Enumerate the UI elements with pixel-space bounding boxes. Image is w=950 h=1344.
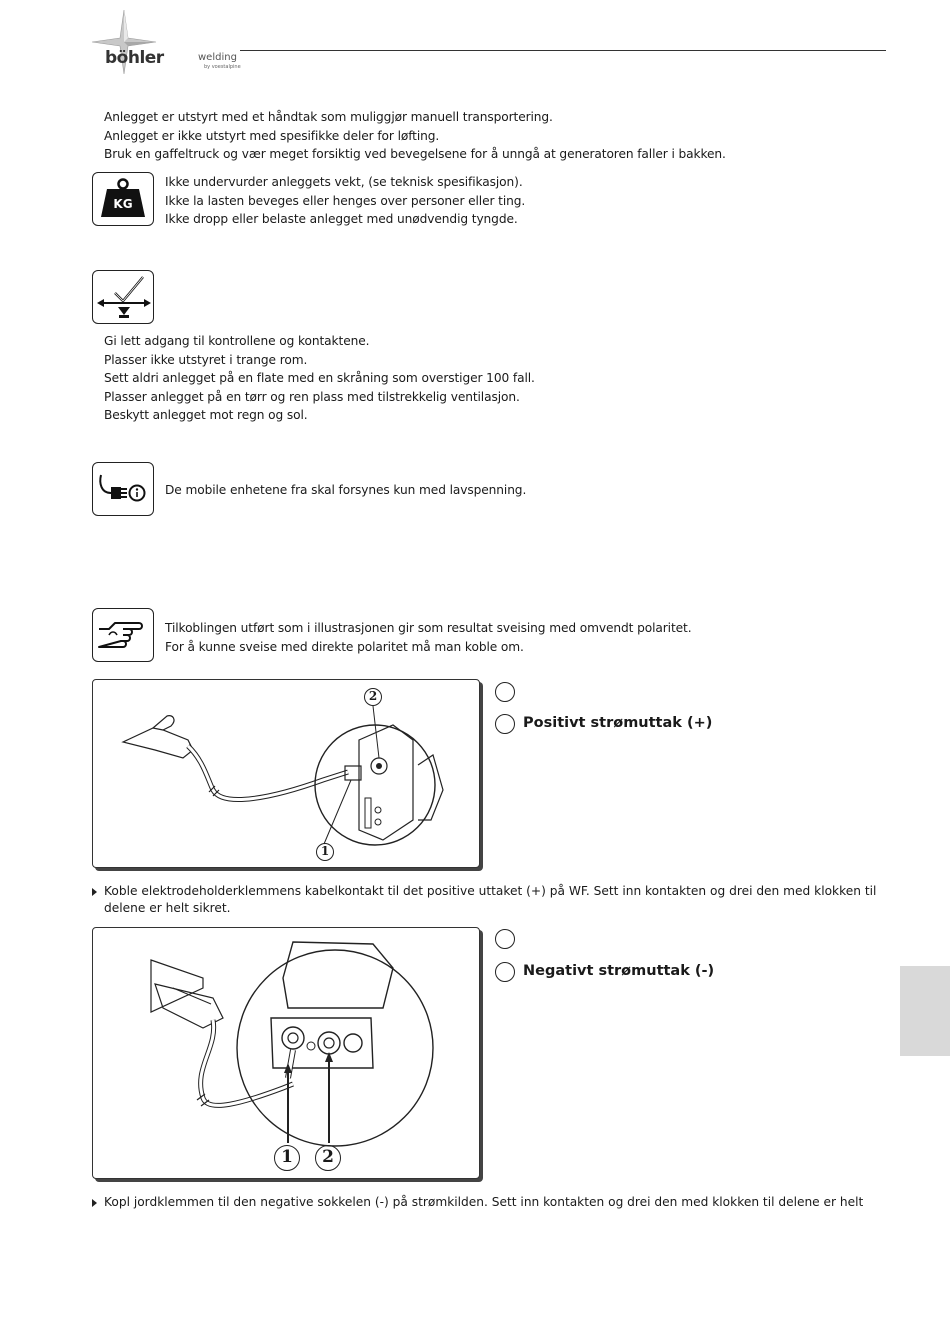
electrode-holder-illustration [121, 705, 444, 846]
weight-line: Ikke la lasten beveges eller henges over… [165, 193, 526, 208]
legend-marker-1 [495, 682, 515, 702]
power-box [92, 462, 154, 516]
transport-text: Anlegget er utstyrt med et håndtak som m… [104, 108, 726, 164]
weight-text: Ikke undervurder anleggets vekt, (se tek… [165, 173, 525, 229]
logo-star-icon [91, 9, 157, 75]
connection-text: Tilkoblingen utført som i illustrasjonen… [165, 619, 692, 656]
weight-line: Ikke undervurder anleggets vekt, (se tek… [165, 175, 523, 189]
positive-outlet-label: Positivt strømuttak (+) [523, 715, 713, 731]
placement-text: Gi lett adgang til kontrollene og kontak… [104, 332, 535, 425]
legend-marker-2 [495, 962, 515, 982]
ground-clamp-illustration [150, 941, 434, 1147]
pointing-hand-icon [98, 622, 143, 648]
bullet-arrow-icon [92, 1199, 97, 1207]
bullet-arrow-icon [92, 888, 97, 896]
figure-negative-connection: 1 2 [92, 927, 480, 1179]
legend-marker-2 [495, 714, 515, 734]
note-box [92, 608, 154, 662]
transport-line: Anlegget er ikke utstyrt med spesifikke … [104, 128, 440, 143]
connection-line: Tilkoblingen utført som i illustrasjonen… [165, 621, 692, 635]
brand-suffix: welding [198, 52, 237, 63]
callout-2: 2 [364, 688, 382, 706]
placement-line: Plasser ikke utstyret i trange rom. [104, 352, 308, 367]
figure-positive-connection: 2 1 [92, 679, 480, 868]
plug-icon [99, 474, 146, 502]
placement-line: Plasser anlegget på en tørr og ren plass… [104, 389, 520, 404]
transport-line: Bruk en gaffeltruck og vær meget forsikt… [104, 147, 726, 161]
callout-1: 1 [316, 843, 334, 861]
instruction-negative: Kopl jordklemmen til den negative sokkel… [92, 1194, 892, 1211]
placement-line: Gi lett adgang til kontrollene og kontak… [104, 334, 370, 348]
weight-warning-box: KG [92, 172, 154, 226]
placement-check-icon [97, 276, 151, 318]
placement-box [92, 270, 154, 324]
transport-line: Anlegget er utstyrt med et håndtak som m… [104, 110, 553, 124]
placement-line: Beskytt anlegget mot regn og sol. [104, 408, 308, 422]
callout-2: 2 [315, 1145, 341, 1171]
brand-name: böhler [105, 48, 164, 68]
weight-line: Ikke dropp eller belaste anlegget med un… [165, 212, 518, 226]
header-rule [240, 50, 886, 51]
brand-tagline: by voestalpine [204, 64, 241, 70]
connection-line: For å kunne sveise med direkte polaritet… [165, 639, 524, 654]
legend-marker-1 [495, 929, 515, 949]
side-tab [900, 966, 950, 1056]
power-text: De mobile enhetene fra skal forsynes kun… [165, 483, 527, 497]
brand-logo: böhler welding by voestalpine [88, 8, 248, 78]
negative-outlet-label: Negativt strømuttak (-) [523, 963, 715, 979]
instruction-positive: Koble elektrodeholderklemmens kabelkonta… [92, 883, 892, 917]
weight-icon-label: KG [113, 197, 133, 211]
placement-line: Sett aldri anlegget på en flate med en s… [104, 371, 535, 385]
weight-icon [101, 178, 145, 217]
callout-1: 1 [274, 1145, 300, 1171]
